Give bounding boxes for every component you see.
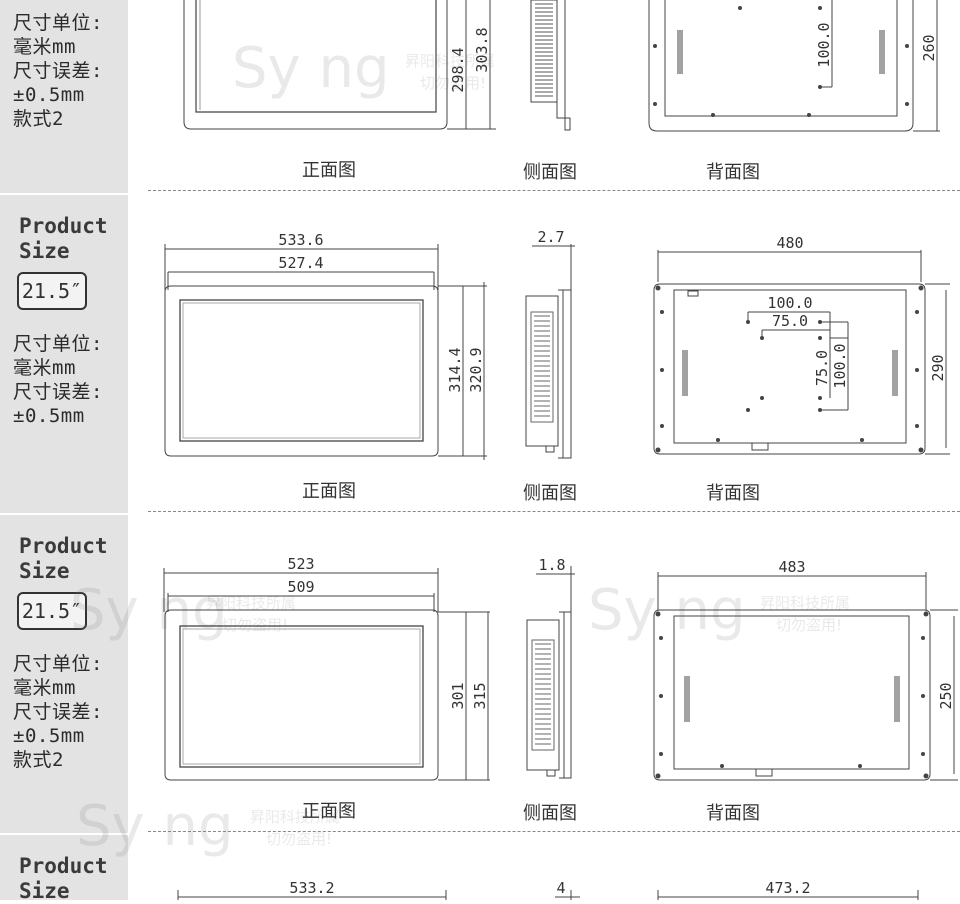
- product-size-title: Product Size: [19, 534, 108, 583]
- back-view-row3: [653, 572, 958, 781]
- dim-label: 2.7: [537, 228, 564, 246]
- section-divider: [148, 190, 960, 191]
- dim-label: 290: [929, 354, 947, 381]
- back-view-caption: 背面图: [706, 803, 760, 824]
- dim-label: 298.4: [449, 47, 467, 92]
- dim-label: 527.4: [278, 254, 323, 272]
- dim-label: 260: [920, 34, 938, 61]
- dim-label: 100.0: [831, 343, 849, 388]
- side-view-caption: 侧面图: [523, 483, 577, 504]
- dim-label: 250: [937, 682, 955, 709]
- drawings-row4: [177, 890, 919, 900]
- sidebar-separator: [0, 833, 128, 835]
- dim-label: 4: [556, 879, 565, 897]
- front-view-row1: [183, 0, 496, 130]
- dim-label: 523: [287, 555, 314, 573]
- spec-text: 尺寸单位: 毫米mm 尺寸误差: ±0.5mm 款式2: [13, 653, 103, 771]
- size-badge: 21.5″: [17, 592, 87, 630]
- dim-label: 75.0: [813, 350, 831, 386]
- side-view-row2: [525, 244, 575, 459]
- dim-label: 75.0: [772, 312, 808, 330]
- side-view-caption: 侧面图: [523, 803, 577, 824]
- front-view-row3: [163, 568, 490, 781]
- front-view-caption: 正面图: [302, 801, 356, 822]
- dim-label: 301: [449, 682, 467, 709]
- watermark-text: 切勿盗用!: [266, 830, 333, 848]
- watermark-text: 昇阳科技所属: [760, 594, 851, 612]
- dim-label: 1.8: [538, 556, 565, 574]
- side-view-caption: 侧面图: [523, 162, 577, 183]
- back-view-caption: 背面图: [706, 162, 760, 183]
- spec-text: 尺寸单位: 毫米mm 尺寸误差: ±0.5mm 款式2: [13, 12, 103, 130]
- product-size-title: Product Size: [19, 214, 108, 263]
- watermark-text: 昇阳科技所属: [405, 52, 496, 70]
- section-divider: [148, 511, 960, 512]
- watermark-text: 昇阳科技所属: [206, 594, 297, 612]
- sidebar-separator: [0, 193, 128, 195]
- watermark-brand: Sy ng: [76, 794, 234, 859]
- front-view-row2: [164, 244, 487, 460]
- dimension-labels: 298.4 303.8 100.0 260 533.6 527.4 314.4 …: [278, 22, 955, 897]
- size-badge: 21.5″: [17, 272, 87, 310]
- mounting-holes: [653, 6, 929, 779]
- watermark-text: 昇阳科技所属: [250, 808, 341, 826]
- dim-label: 320.9: [467, 347, 485, 392]
- back-view-row1: [648, 0, 940, 132]
- spec-text: 尺寸单位: 毫米mm 尺寸误差: ±0.5mm: [13, 333, 103, 427]
- watermark-brand: Sy ng: [232, 36, 390, 101]
- vent-grilles: [677, 30, 900, 722]
- dim-label: 100.0: [815, 22, 833, 67]
- dim-label: 315: [471, 682, 489, 709]
- dim-label: 100.0: [767, 294, 812, 312]
- sidebar-separator: [0, 513, 128, 515]
- product-size-title: Product Size: [19, 854, 108, 903]
- dim-label: 533.6: [278, 231, 323, 249]
- dim-label: 533.2: [289, 879, 334, 897]
- sidebar: [0, 0, 128, 900]
- back-view-row2: [653, 250, 950, 455]
- dim-label: 483: [778, 558, 805, 576]
- back-view-caption: 背面图: [706, 483, 760, 504]
- side-view-row1: [530, 0, 571, 131]
- dim-label: 314.4: [446, 347, 464, 392]
- dim-label: 473.2: [765, 879, 810, 897]
- side-view-row3: [526, 566, 575, 779]
- front-view-caption: 正面图: [302, 481, 356, 502]
- watermark-text: 切勿盗用!: [776, 616, 843, 634]
- section-divider: [148, 831, 960, 832]
- dim-label: 480: [776, 234, 803, 252]
- front-view-caption: 正面图: [302, 160, 356, 181]
- dim-label: 303.8: [473, 27, 491, 72]
- dim-label: 509: [287, 578, 314, 596]
